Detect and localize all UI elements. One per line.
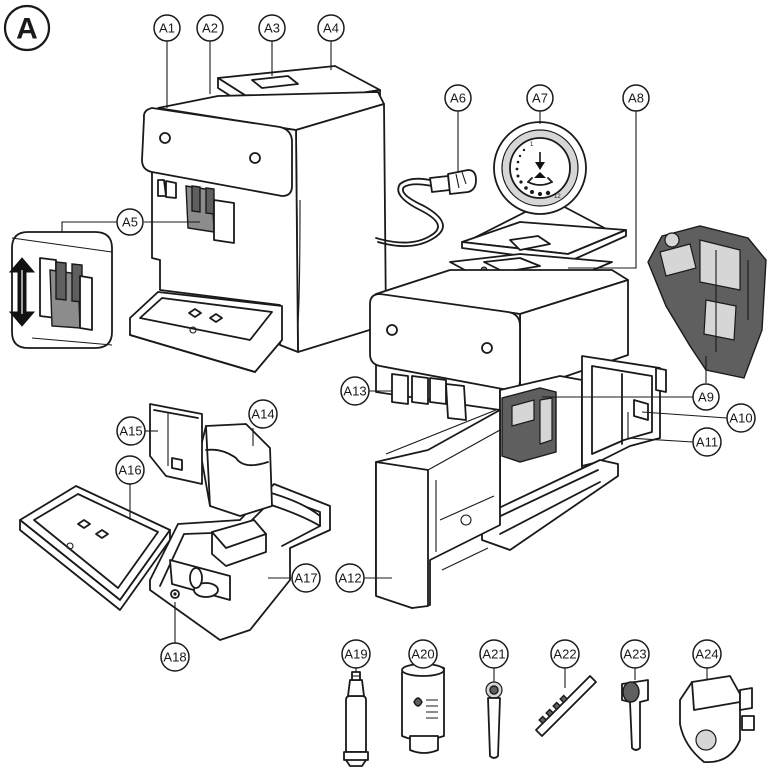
callout-a24: A24 bbox=[692, 639, 722, 669]
svg-text:A14: A14 bbox=[251, 407, 274, 422]
machine-front-view bbox=[129, 65, 387, 373]
callout-a14: A14 bbox=[248, 399, 278, 429]
svg-text:A4: A4 bbox=[323, 21, 339, 36]
callout-a12: A12 bbox=[335, 563, 365, 593]
svg-text:A6: A6 bbox=[450, 91, 466, 106]
callout-a1: A1 bbox=[153, 14, 181, 42]
callout-a7: A7 bbox=[526, 84, 554, 112]
figure-label: A bbox=[3, 4, 51, 52]
svg-text:A17: A17 bbox=[294, 571, 317, 586]
svg-text:A7: A7 bbox=[532, 91, 548, 106]
coffee-grounds-container bbox=[199, 423, 273, 517]
dial-mark-low: 1 bbox=[530, 142, 534, 148]
milk-tube-tool bbox=[621, 679, 649, 751]
svg-text:A10: A10 bbox=[729, 411, 752, 426]
callout-a9: A9 bbox=[692, 383, 720, 411]
callout-a13: A13 bbox=[340, 376, 370, 406]
callout-a2: A2 bbox=[196, 14, 224, 42]
callout-a4: A4 bbox=[317, 14, 345, 42]
callout-a23: A23 bbox=[620, 639, 650, 669]
control-panel-2 bbox=[369, 293, 521, 392]
svg-text:A20: A20 bbox=[411, 647, 434, 662]
machine-open-view bbox=[369, 221, 667, 609]
callout-a6: A6 bbox=[444, 84, 472, 112]
callout-a21: A21 bbox=[479, 639, 509, 669]
brew-group-removed bbox=[647, 225, 767, 379]
callout-a17: A17 bbox=[291, 563, 321, 593]
callout-a5: A5 bbox=[116, 208, 144, 236]
control-panel bbox=[141, 107, 293, 197]
callout-a11: A11 bbox=[692, 427, 722, 457]
drip-tray-assembly bbox=[19, 403, 331, 641]
svg-text:A15: A15 bbox=[119, 424, 142, 439]
grind-dial: 1 12 bbox=[469, 121, 613, 241]
svg-text:A19: A19 bbox=[344, 647, 367, 662]
callout-a10: A10 bbox=[726, 403, 756, 433]
dial-mark-high: 12 bbox=[554, 194, 561, 200]
callout-a19: A19 bbox=[341, 639, 371, 669]
svg-text:A8: A8 bbox=[628, 91, 644, 106]
svg-text:A2: A2 bbox=[202, 21, 218, 36]
callout-a16: A16 bbox=[115, 455, 145, 485]
svg-text:A22: A22 bbox=[553, 647, 576, 662]
svg-text:A16: A16 bbox=[118, 463, 141, 478]
svg-text:A21: A21 bbox=[482, 647, 505, 662]
callout-a3: A3 bbox=[258, 14, 286, 42]
callout-a15: A15 bbox=[116, 416, 146, 446]
svg-text:A13: A13 bbox=[343, 384, 366, 399]
svg-text:A23: A23 bbox=[623, 647, 646, 662]
callout-a18: A18 bbox=[160, 642, 190, 672]
figure-label-text: A bbox=[16, 13, 38, 46]
water-hardness-strip bbox=[535, 675, 597, 737]
callout-a8: A8 bbox=[622, 84, 650, 112]
measuring-spoon bbox=[485, 681, 503, 759]
svg-text:A9: A9 bbox=[698, 390, 714, 405]
power-cord bbox=[375, 169, 477, 248]
callout-a22: A22 bbox=[550, 639, 580, 669]
spout-zoom-inset bbox=[8, 231, 113, 349]
coffee-button bbox=[249, 152, 261, 164]
water-filter bbox=[401, 663, 445, 754]
power-button bbox=[159, 132, 171, 144]
lid-handle bbox=[251, 75, 299, 89]
svg-text:A3: A3 bbox=[264, 21, 280, 36]
svg-text:A11: A11 bbox=[696, 435, 718, 450]
callout-a20: A20 bbox=[408, 639, 438, 669]
grease-tube bbox=[343, 671, 369, 767]
svg-text:A12: A12 bbox=[338, 571, 361, 586]
milk-carafe-adapter bbox=[679, 675, 755, 763]
svg-text:A24: A24 bbox=[695, 647, 718, 662]
svg-text:A1: A1 bbox=[159, 21, 175, 36]
svg-text:A5: A5 bbox=[122, 215, 138, 230]
svg-text:A18: A18 bbox=[163, 650, 186, 665]
